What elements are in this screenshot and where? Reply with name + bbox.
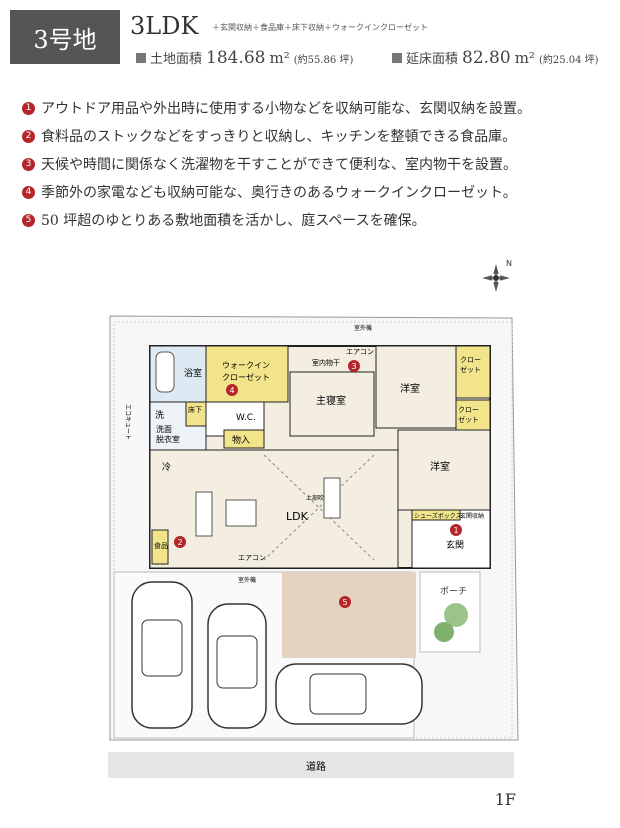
feature-text: アウトドア用品や外出時に使用する小物などを収納可能な、玄関収納を設置。 <box>41 101 531 117</box>
land-area-unit: m² <box>269 49 290 67</box>
compass-north: N <box>506 259 512 268</box>
bathroom-label: 浴室 <box>184 367 202 379</box>
storage <box>223 429 265 449</box>
laundry-label-2: 脱衣室 <box>156 434 180 444</box>
compass-icon: N <box>482 259 512 292</box>
feature-list: 1 アウトドア用品や外出時に使用する小物などを収納可能な、玄関収納を設置。 2 食料… <box>22 94 531 234</box>
feature-number: 3 <box>22 157 35 171</box>
feature-item: 4 季節外の家電なども収納可能な、奥行きのあるウォークインクローゼット。 <box>22 178 531 206</box>
pantry-label: 食品 <box>154 541 168 550</box>
land-area: 土地面積 184.68 m² (約55.86 坪) <box>136 48 353 68</box>
garden-area <box>282 572 416 658</box>
dining-table-icon <box>225 499 257 527</box>
marker-5-label: 5 <box>342 598 347 607</box>
storage-label: 物入 <box>232 434 250 446</box>
lot-number-badge: 3号地 <box>10 10 120 64</box>
marker-1-label: 1 <box>453 526 458 535</box>
road-label: 道路 <box>306 760 326 773</box>
closet-2-label-2: ゼット <box>458 415 479 424</box>
walk-in-closet-label: ウォークイン <box>222 361 270 370</box>
feature-item: 3 天候や時間に関係なく洗濯物を干すことができて便利な、室内物干を設置。 <box>22 150 531 178</box>
underfloor-label: 床下 <box>188 405 202 414</box>
entrance-label: 玄関 <box>446 539 464 551</box>
western-room-2-label: 洋室 <box>430 460 450 473</box>
car-icon <box>275 663 423 725</box>
car-icon <box>207 603 267 729</box>
aircon-label: エアコン <box>346 348 374 356</box>
indoor-dry-label: 室内物干 <box>312 358 340 367</box>
outdoor-unit-label: 室外機 <box>354 324 372 332</box>
closet-1 <box>455 345 491 399</box>
floor-area-tsubo: (約25.04 坪) <box>538 55 599 66</box>
layout-type: 3LDK <box>130 12 199 40</box>
tree-icon <box>434 603 468 642</box>
feature-number: 5 <box>22 213 35 227</box>
fridge-label: 冷 <box>162 461 171 473</box>
feature-item: 1 アウトドア用品や外出時に使用する小物などを収納可能な、玄関収納を設置。 <box>22 94 531 122</box>
entrance-storage-label: 玄関収納 <box>460 512 484 520</box>
feature-number: 4 <box>22 185 35 199</box>
upper-void-label: 上部吹抜 <box>306 494 330 502</box>
marker-3 <box>348 360 360 372</box>
closet-1-label: クロー <box>460 356 481 364</box>
marker-2-label: 2 <box>177 538 182 547</box>
laundry-label: 洗面 <box>156 424 172 434</box>
walk-in-closet <box>205 345 289 403</box>
marker-4-label: 4 <box>229 386 234 395</box>
land-area-value: 184.68 <box>206 48 266 68</box>
marker-2 <box>174 536 186 548</box>
pantry <box>151 529 169 565</box>
floor-area-unit: m² <box>514 49 535 67</box>
shoebox-label: シューズボックス <box>414 512 462 520</box>
layout-extras: ＋玄関収納＋食品庫＋床下収納＋ウォークインクローゼット <box>212 23 428 32</box>
feature-text: 食料品のストックなどをすっきりと収納し、キッチンを整頓できる食品庫。 <box>41 129 517 145</box>
closet-2 <box>455 399 491 431</box>
bullet-square-icon <box>392 53 402 63</box>
sofa-icon <box>323 477 341 519</box>
feature-text: 天候や時間に関係なく洗濯物を干すことができて便利な、室内物干を設置。 <box>41 157 517 173</box>
floor-area: 延床面積 82.80 m² (約25.04 坪) <box>392 48 599 68</box>
car-icon <box>131 581 193 729</box>
feature-item: 5 50 坪超のゆとりある敷地面積を活かし、庭スペースを確保。 <box>22 206 531 234</box>
floor-area-label: 延床面積 <box>406 52 459 67</box>
feature-text: 季節外の家電なども収納可能な、奥行きのあるウォークインクローゼット。 <box>41 185 517 201</box>
wc-label: W.C. <box>236 413 256 423</box>
walk-in-closet-label-2: クローゼット <box>222 372 270 382</box>
master-bedroom <box>289 371 375 437</box>
land-area-label: 土地面積 <box>150 52 203 67</box>
feature-text: 50 坪超のゆとりある敷地面積を活かし、庭スペースを確保。 <box>41 213 426 229</box>
underfloor-storage <box>185 401 207 427</box>
shoebox <box>411 509 461 521</box>
marker-3-label: 3 <box>351 362 356 371</box>
kitchen-counter-icon <box>195 491 213 537</box>
feature-number: 1 <box>22 101 35 115</box>
master-bedroom-label: 主寝室 <box>316 394 346 407</box>
wash-label: 洗 <box>155 409 164 421</box>
marker-4 <box>226 384 238 396</box>
land-area-tsubo: (約55.86 坪) <box>293 55 354 66</box>
western-room-1 <box>375 345 457 429</box>
marker-1 <box>450 524 462 536</box>
feature-item: 2 食料品のストックなどをすっきりと収納し、キッチンを整頓できる食品庫。 <box>22 122 531 150</box>
outdoor-unit-label-2: 室外機 <box>238 576 256 584</box>
lot-number: 3号地 <box>33 25 97 54</box>
marker-5 <box>339 596 351 608</box>
western-room-1-label: 洋室 <box>400 382 420 395</box>
floor-label: 1F <box>494 790 516 809</box>
ldk-label: LDK <box>286 510 309 523</box>
floor-area-value: 82.80 <box>462 48 511 68</box>
porch-label: ポーチ <box>440 586 467 597</box>
bullet-square-icon <box>136 53 146 63</box>
ecocute-label: エコキュート <box>124 404 131 440</box>
ldk <box>149 449 399 569</box>
feature-number: 2 <box>22 129 35 143</box>
road <box>108 752 514 778</box>
aircon-label-2: エアコン <box>238 554 266 562</box>
closet-1-label-2: ゼット <box>460 365 481 374</box>
closet-2-label: クロー <box>458 406 479 414</box>
